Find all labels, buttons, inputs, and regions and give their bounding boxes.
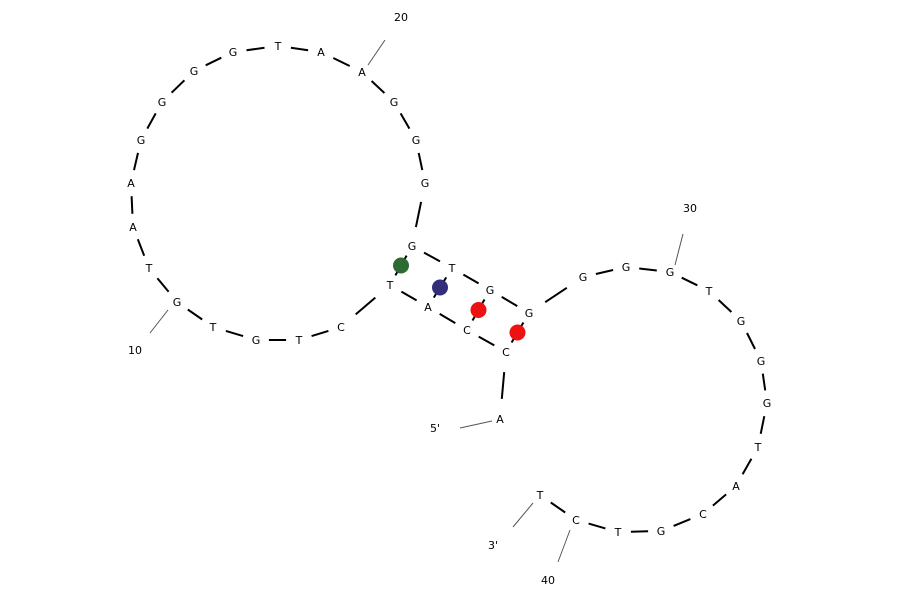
nucleotide-3: C (463, 324, 471, 337)
nucleotide-26: G (486, 284, 495, 297)
nucleotide-4: A (424, 301, 432, 314)
position-label-10: 10 (128, 344, 142, 357)
backbone-bond (130, 196, 134, 214)
nucleotide-23: G (421, 177, 430, 190)
nucleotide-14: G (137, 134, 146, 147)
backbone-bond (717, 299, 733, 313)
backbone-bond (311, 329, 329, 338)
nucleotide-28: G (579, 271, 588, 284)
backbone-bond (500, 372, 506, 399)
backbone-bond (414, 201, 423, 228)
backbone-bond (370, 80, 386, 94)
backbone-bond (681, 276, 698, 287)
backbone-bond (550, 501, 566, 514)
nucleotide-2: C (502, 346, 510, 359)
nucleotide-7: T (295, 334, 303, 347)
position-leader-line (149, 309, 169, 334)
nucleotide-31: T (705, 285, 713, 298)
nucleotide-13: A (127, 177, 135, 190)
backbone-bond (462, 273, 480, 285)
backbone-bond (595, 269, 614, 275)
backbone-bond (246, 46, 265, 52)
backbone-bond (423, 251, 441, 263)
backbone-bond (417, 152, 424, 171)
nucleotide-10: G (173, 296, 182, 309)
backbone-bond (205, 56, 222, 67)
backbone-bond (146, 112, 157, 130)
backbone-bond (187, 308, 203, 321)
three-prime-leader-line (512, 502, 534, 528)
position-label-20: 20 (394, 11, 408, 24)
nucleotide-17: G (229, 46, 238, 59)
nucleotide-22: G (412, 134, 421, 147)
backbone-bond (136, 238, 146, 257)
nucleotide-1: A (496, 413, 504, 426)
nucleotide-32: G (737, 315, 746, 328)
nucleotide-11: T (145, 262, 153, 275)
position-leader-line (367, 39, 386, 66)
backbone-bond (501, 296, 518, 307)
base-pair-marker (509, 324, 526, 341)
backbone-bond (170, 79, 186, 94)
nucleotide-8: G (252, 334, 261, 347)
nucleotide-25: T (448, 262, 456, 275)
backbone-bond (544, 286, 568, 304)
nucleotide-24: G (408, 240, 417, 253)
backbone-bond (133, 152, 139, 171)
three-prime-label: 3' (488, 539, 498, 552)
five-prime-label: 5' (430, 422, 440, 435)
nucleotide-12: A (129, 221, 137, 234)
backbone-bond (712, 493, 727, 507)
base-pair-marker (470, 302, 487, 318)
nucleotide-37: C (699, 508, 707, 521)
backbone-bond (332, 57, 351, 67)
backbone-bond (399, 112, 411, 130)
nucleotide-35: T (754, 441, 762, 454)
backbone-bond (639, 267, 657, 272)
nucleotide-33: G (757, 355, 766, 368)
nucleotide-29: G (622, 261, 631, 274)
backbone-bond (290, 46, 309, 52)
five-prime-leader-line (459, 420, 493, 429)
nucleotide-40: C (572, 514, 580, 527)
nucleotide-41: T (536, 489, 544, 502)
nucleotide-9: T (209, 321, 217, 334)
nucleotide-38: G (657, 525, 666, 538)
backbone-bond (439, 313, 456, 324)
nucleotide-6: C (337, 321, 345, 334)
position-label-40: 40 (541, 574, 555, 587)
nucleotide-5: T (386, 279, 394, 292)
backbone-bond (156, 277, 170, 293)
base-pair-marker (432, 279, 448, 296)
backbone-bond (225, 329, 244, 338)
backbone-bond (355, 296, 376, 316)
nucleotide-19: A (317, 46, 325, 59)
backbone-bond (400, 290, 418, 302)
nucleotide-27: G (525, 307, 534, 320)
position-leader-line (674, 233, 684, 266)
nucleotide-30: G (666, 266, 675, 279)
backbone-bond (746, 332, 756, 350)
position-leader-line (557, 529, 571, 563)
backbone-bond (588, 522, 606, 530)
nucleotide-39: T (614, 526, 622, 539)
nucleotide-21: G (390, 96, 399, 109)
nucleotide-15: G (158, 96, 167, 109)
base-pair-marker (393, 257, 409, 274)
nucleotide-34: G (763, 397, 772, 410)
nucleotide-20: A (358, 66, 366, 79)
nucleotide-16: G (190, 65, 199, 78)
backbone-bond (673, 518, 691, 527)
backbone-bond (761, 373, 767, 391)
backbone-bond (759, 415, 766, 435)
position-label-30: 30 (683, 202, 697, 215)
backbone-bond (741, 458, 753, 475)
nucleotide-36: A (732, 480, 740, 493)
nucleotide-18: T (274, 40, 282, 53)
backbone-bond (478, 335, 495, 347)
